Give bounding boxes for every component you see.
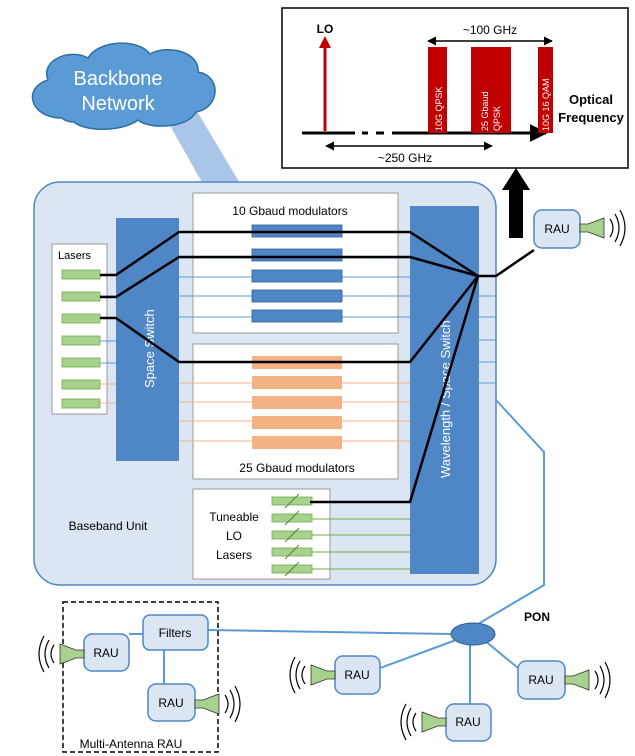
laser-2	[61, 291, 101, 302]
spectrum-frame	[281, 7, 629, 169]
span-250-label: ~250 GHz	[378, 151, 432, 165]
rau-label: RAU	[158, 696, 183, 710]
lo-laser-array	[271, 493, 313, 577]
signal-wave-icon	[609, 218, 614, 238]
rau-top-right: RAU	[533, 209, 626, 249]
laser-4	[61, 335, 101, 346]
multi-antenna-rau: Multi-Antenna RAU Filters RAU RAU	[38, 601, 241, 753]
active-optical-paths	[100, 230, 535, 504]
filters-box	[142, 614, 209, 651]
mod25-3	[252, 396, 342, 409]
pon-links	[207, 399, 545, 711]
cloud-shape	[31, 42, 216, 130]
laser-7	[61, 398, 101, 409]
output-arrow	[502, 168, 530, 238]
laser-5	[61, 357, 101, 368]
rau-label: RAU	[544, 222, 569, 236]
carrier-25g-qpsk	[471, 47, 511, 133]
carrier-10g-16qam	[538, 47, 553, 133]
lo-label: LO	[317, 22, 334, 36]
space-switch-label: Space Switch	[142, 309, 157, 388]
axis-label-line1: Optical	[569, 92, 613, 107]
signal-wave-icon	[594, 670, 599, 690]
backbone-label-1: Backbone	[74, 68, 163, 90]
pon-label: PON	[524, 610, 550, 624]
rau-label: RAU	[455, 715, 480, 729]
antenna-icon	[579, 217, 605, 239]
lasers-label: Lasers	[58, 250, 92, 262]
backbone-cloud: Backbone Network	[31, 42, 250, 200]
signal-wave-icon	[224, 694, 229, 714]
span-100-label: ~100 GHz	[463, 23, 517, 37]
mod25-label: 25 Gbaud modulators	[239, 461, 354, 475]
rau-label: RAU	[528, 673, 553, 687]
antenna-icon	[564, 669, 590, 691]
rau-label: RAU	[344, 668, 369, 682]
switch-output-lines	[479, 295, 496, 384]
carrier-10g-qpsk	[428, 47, 447, 133]
carrier-25g-qpsk-label-1: 25 Gbaud	[480, 91, 490, 131]
rau-center: RAU	[289, 655, 381, 695]
backbone-link	[160, 108, 250, 200]
mod10-3	[251, 269, 343, 283]
mod25-2	[252, 376, 342, 389]
antenna-icon	[310, 664, 336, 686]
green-lo-lines	[310, 518, 410, 570]
rau-right: RAU	[517, 660, 611, 700]
laser-6	[61, 379, 101, 390]
antenna-icon	[59, 643, 85, 665]
laser-3	[61, 313, 101, 324]
laser-1	[61, 269, 101, 280]
lo-lasers-label-1: Tuneable	[209, 510, 259, 524]
pon-splitter	[450, 622, 496, 646]
rau-bottom: RAU	[400, 703, 492, 742]
mod10-2	[251, 248, 343, 262]
mod25-array	[252, 356, 342, 449]
axis-label-line2: Frequency	[558, 110, 625, 125]
filters-label: Filters	[159, 626, 192, 640]
lo-lasers-label-3: Lasers	[216, 548, 252, 562]
antenna-icon	[421, 711, 447, 733]
carrier-25g-qpsk-label-2: QPSK	[492, 106, 502, 131]
carrier-10g-qpsk-label: 10G QPSK	[434, 86, 444, 131]
multi-antenna-label: Multi-Antenna RAU	[80, 737, 183, 751]
carrier-10g-16qam-label: 10G 16 QAM	[541, 78, 551, 131]
signal-wave-icon	[412, 712, 417, 732]
signal-wave-icon	[301, 665, 306, 685]
spectrum-inset: LO 10G QPSK 25 Gbaud QPSK 10G 16 QAM ~10…	[281, 7, 629, 169]
lo-lasers-label-2: LO	[226, 529, 242, 543]
antenna-icon	[194, 693, 220, 715]
mod10-4	[251, 289, 343, 303]
mod10-5	[251, 309, 343, 323]
mod10-label: 10 Gbaud modulators	[232, 204, 347, 218]
signal-wave-icon	[50, 644, 55, 664]
baseband-unit-label: Baseband Unit	[69, 519, 148, 533]
lo-arrowhead	[319, 36, 331, 48]
rau-label: RAU	[93, 646, 118, 660]
mod25-4	[252, 416, 342, 429]
backbone-label-2: Network	[81, 93, 155, 115]
wavelength-switch-label: Wavelength / Space Switch	[438, 320, 453, 478]
mod25-5	[252, 436, 342, 449]
lasers-group: Lasers	[51, 243, 108, 415]
